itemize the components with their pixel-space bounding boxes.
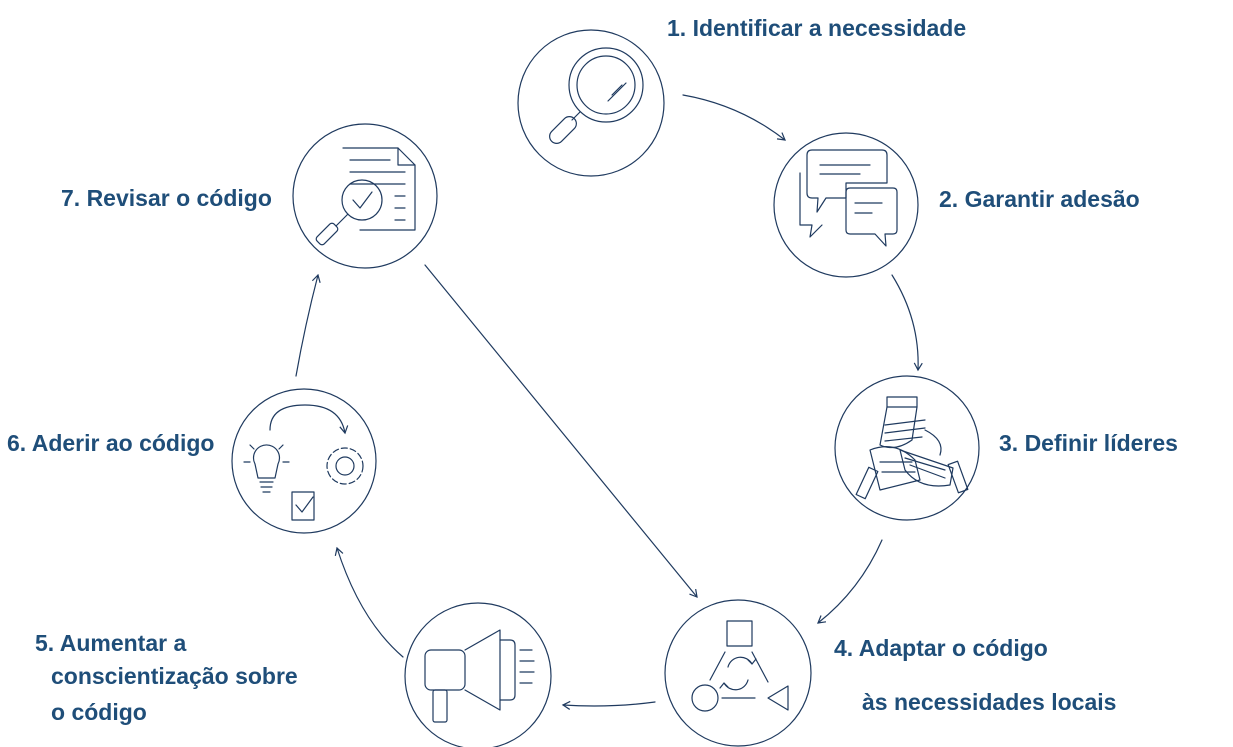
step-3-label: 3. Definir líderes — [999, 430, 1178, 456]
step-1-node — [517, 29, 665, 177]
step-3-node — [834, 375, 980, 521]
magnifier-icon — [549, 47, 644, 144]
step-4-label-line-2: às necessidades locais — [862, 689, 1117, 715]
step-6-node — [231, 388, 377, 534]
arrow-2-to-3 — [891, 274, 923, 372]
step-4-node — [664, 599, 812, 747]
arrow-1-to-2 — [682, 94, 786, 141]
step-5-node — [404, 602, 552, 747]
step-5-label-line-3: o código — [51, 699, 147, 725]
step-1-label: 1. Identificar a necessidade — [667, 15, 967, 41]
arrow-7-to-4 — [424, 264, 698, 598]
step-4-label-line-1: 4. Adaptar o código — [834, 635, 1048, 661]
step-7-node — [292, 123, 438, 269]
speech-bubbles-icon — [799, 149, 898, 247]
megaphone-icon — [424, 629, 535, 723]
arrow-3-to-4 — [817, 539, 883, 624]
step-2-node — [773, 132, 919, 278]
idea-gear-check-icon — [243, 404, 364, 521]
stacked-hands-icon — [855, 396, 969, 500]
step-5-label-line-2: conscientização sobre — [51, 663, 298, 689]
arrow-6-to-7 — [295, 273, 321, 377]
step-2-label: 2. Garantir adesão — [939, 186, 1140, 212]
step-7-label: 7. Revisar o código — [61, 185, 272, 211]
arrow-4-to-5 — [561, 700, 656, 710]
step-5-label-line-1: 5. Aumentar a — [35, 630, 187, 656]
shapes-cycle-icon — [691, 620, 789, 712]
document-review-icon — [315, 147, 416, 246]
arrow-5-to-6 — [334, 546, 404, 658]
step-6-label: 6. Aderir ao código — [7, 430, 215, 456]
